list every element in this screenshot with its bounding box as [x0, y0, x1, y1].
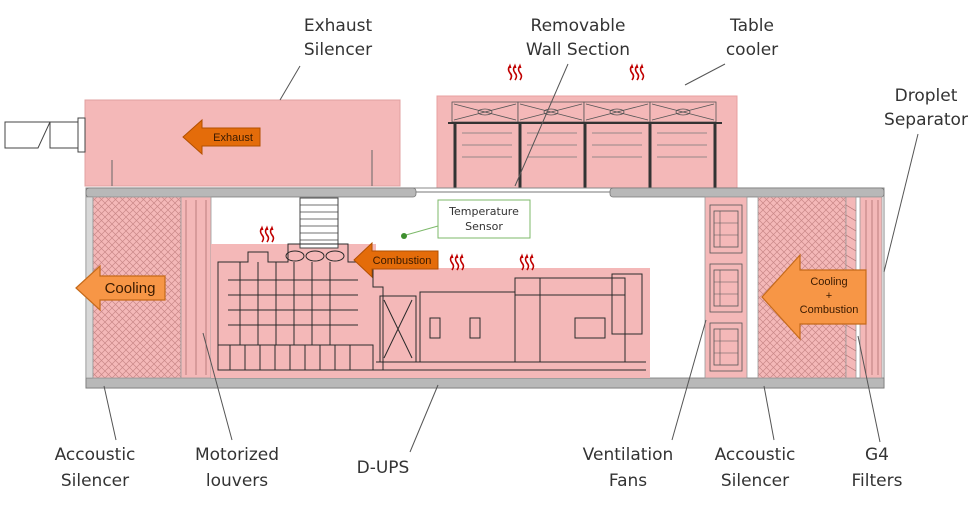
svg-text:Exhaust: Exhaust	[213, 132, 253, 144]
heat-waves-icon	[629, 64, 645, 81]
label-table-cooler-1: Table	[729, 16, 774, 36]
label-ventilation-fans-1: Ventilation	[583, 445, 674, 465]
heat-waves-icon	[507, 64, 523, 81]
label-removable-wall-1: Removable	[531, 16, 626, 36]
label-motorized-louvers-1: Motorized	[195, 445, 279, 465]
exhaust-silencer	[4, 99, 401, 187]
ventilation-fan-icon	[709, 204, 743, 254]
bottom-labels: Accoustic Silencer Motorized louvers D-U…	[55, 445, 903, 491]
label-droplet-separator-1: Droplet	[895, 86, 958, 106]
label-accoustic-left-1: Accoustic	[55, 445, 136, 465]
svg-text:Combustion: Combustion	[800, 304, 859, 316]
motorized-louvers	[180, 196, 212, 379]
leader-lines	[103, 63, 919, 453]
svg-text:Temperature: Temperature	[448, 205, 519, 218]
table-cooler	[436, 64, 738, 189]
label-g4-filters-1: G4	[865, 445, 889, 465]
svg-text:Cooling: Cooling	[105, 280, 156, 297]
ventilation-fan-icon	[709, 322, 743, 372]
label-accoustic-right-1: Accoustic	[715, 445, 796, 465]
label-dups: D-UPS	[357, 458, 410, 478]
label-removable-wall-2: Wall Section	[526, 40, 630, 60]
cooling-arrow: Cooling	[75, 264, 166, 312]
svg-text:Sensor: Sensor	[465, 220, 503, 233]
heat-waves-icon	[519, 254, 535, 271]
label-exhaust-silencer-2: Silencer	[304, 40, 372, 60]
heat-waves-icon	[449, 254, 465, 271]
label-accoustic-left-2: Silencer	[61, 471, 129, 491]
top-labels: Exhaust Silencer Removable Wall Section …	[304, 16, 968, 130]
label-droplet-separator-2: Separator	[884, 110, 968, 130]
ventilation-fans	[704, 196, 748, 379]
heat-waves-icon	[259, 226, 275, 243]
svg-text:Combustion: Combustion	[373, 255, 432, 267]
label-exhaust-silencer-1: Exhaust	[304, 16, 373, 36]
temperature-sensor: Temperature Sensor	[401, 199, 531, 239]
exhaust-arrow: Exhaust	[182, 118, 261, 156]
svg-text:Cooling: Cooling	[810, 276, 847, 288]
label-g4-filters-2: Filters	[852, 471, 903, 491]
svg-text:+: +	[826, 290, 832, 302]
label-accoustic-right-2: Silencer	[721, 471, 789, 491]
cooling-combustion-arrow: Cooling + Combustion	[761, 253, 867, 341]
ventilation-fan-icon	[709, 263, 743, 313]
combustion-arrow: Combustion	[353, 241, 439, 279]
engine-dups-zone	[211, 197, 650, 378]
label-table-cooler-2: cooler	[726, 40, 778, 60]
label-motorized-louvers-2: louvers	[206, 471, 268, 491]
label-ventilation-fans-2: Fans	[609, 471, 647, 491]
